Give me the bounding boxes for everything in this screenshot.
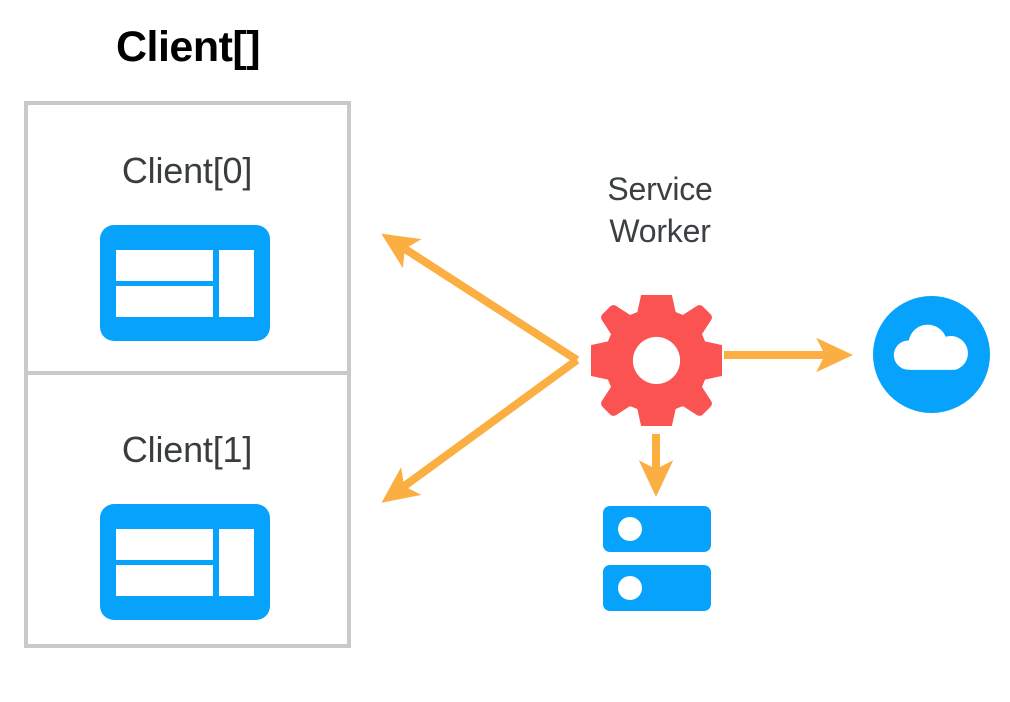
client-array-divider [24, 371, 351, 375]
gear-icon [587, 290, 726, 430]
service-worker-label-line-1: Service [607, 171, 713, 207]
cloud-icon [873, 296, 990, 413]
service-worker-label-line-2: Worker [609, 213, 711, 250]
browser-pane-bottom-left [116, 565, 213, 596]
page-title: Client[] [115, 23, 261, 71]
client-1-label: Client[1] [121, 429, 253, 470]
database-bar-bottom [603, 565, 711, 611]
browser-pane-top-left [116, 529, 213, 560]
database-indicator-dot [618, 576, 642, 600]
browser-pane-right [219, 250, 254, 317]
browser-window-icon [100, 504, 270, 620]
arrow-service-worker-to-client-1 [381, 356, 580, 503]
browser-pane-bottom-left [116, 286, 213, 317]
database-indicator-dot [618, 517, 642, 541]
browser-window-icon [100, 225, 270, 341]
browser-pane-top-left [116, 250, 213, 281]
database-icon [603, 506, 711, 611]
browser-pane-right [219, 529, 254, 596]
arrow-service-worker-to-client-0 [381, 233, 580, 364]
database-bar-top [603, 506, 711, 552]
client-0-label: Client[0] [121, 150, 253, 191]
service-worker-label: Service Worker [552, 168, 768, 252]
